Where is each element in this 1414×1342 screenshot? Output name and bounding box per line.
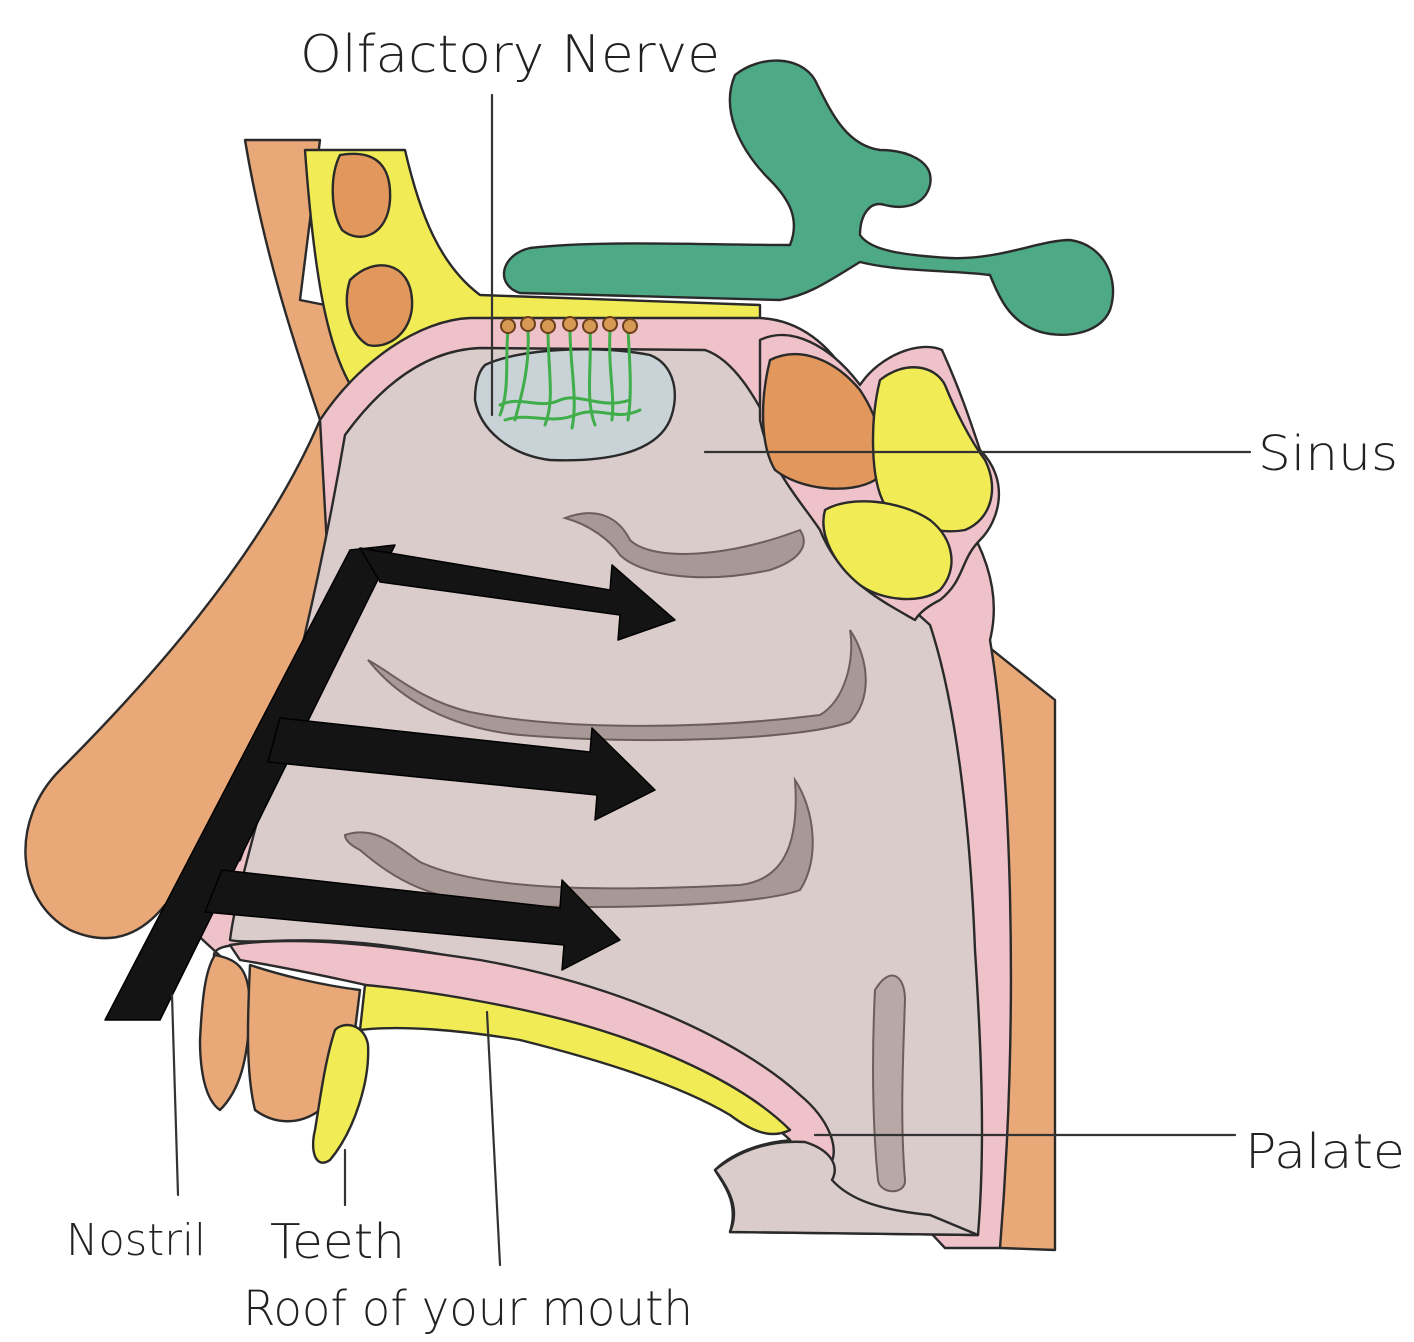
label-sinus: Sinus bbox=[1258, 426, 1398, 482]
label-olfactory-nerve: Olfactory Nerve bbox=[300, 25, 720, 85]
label-nostril: Nostril bbox=[66, 1215, 206, 1266]
label-palate: Palate bbox=[1245, 1124, 1405, 1180]
bone-pocket-lower bbox=[347, 265, 412, 345]
label-roof-of-mouth: Roof of your mouth bbox=[243, 1281, 693, 1337]
label-teeth: Teeth bbox=[270, 1214, 405, 1270]
pharynx-fold bbox=[873, 976, 905, 1192]
bone-pocket-upper bbox=[333, 154, 390, 237]
